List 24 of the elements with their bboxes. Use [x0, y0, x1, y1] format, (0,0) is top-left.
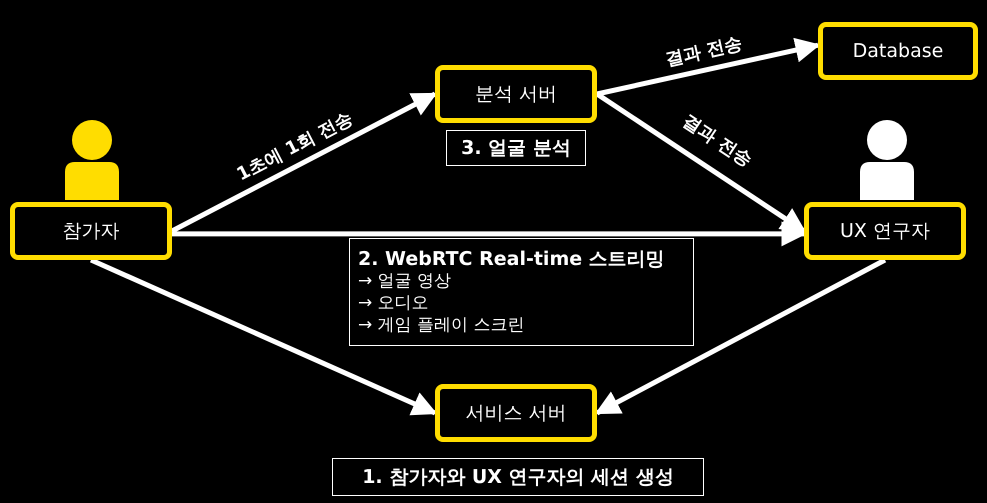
list-item: → 얼굴 영상 — [358, 270, 452, 292]
arrow — [594, 258, 886, 416]
list-item: → 게임 플레이 스크린 — [358, 314, 524, 336]
node-label: 참가자 — [62, 219, 120, 244]
arrow — [170, 92, 438, 234]
note-box — [349, 238, 694, 346]
server-box — [435, 65, 597, 123]
note-box — [332, 458, 704, 496]
node-label: 분석 서버 — [474, 82, 558, 107]
list-heading: 2. WebRTC Real-time 스트리밍 — [358, 248, 665, 270]
researcher-box — [804, 202, 966, 260]
database-box — [818, 22, 978, 80]
node-label: 1. 참가자와 UX 연구자의 세션 생성 — [362, 465, 674, 490]
note-box — [446, 130, 586, 166]
participant-box — [10, 202, 172, 260]
arrow — [90, 258, 438, 416]
node-label: 서비스 서버 — [465, 401, 567, 426]
arrow — [596, 38, 820, 96]
node-label: Database — [852, 40, 944, 62]
node-label: 3. 얼굴 분석 — [461, 136, 571, 161]
list-item: → 오디오 — [358, 292, 429, 314]
server-box — [435, 384, 597, 442]
node-label: UX 연구자 — [840, 219, 930, 244]
arrow — [172, 221, 806, 246]
